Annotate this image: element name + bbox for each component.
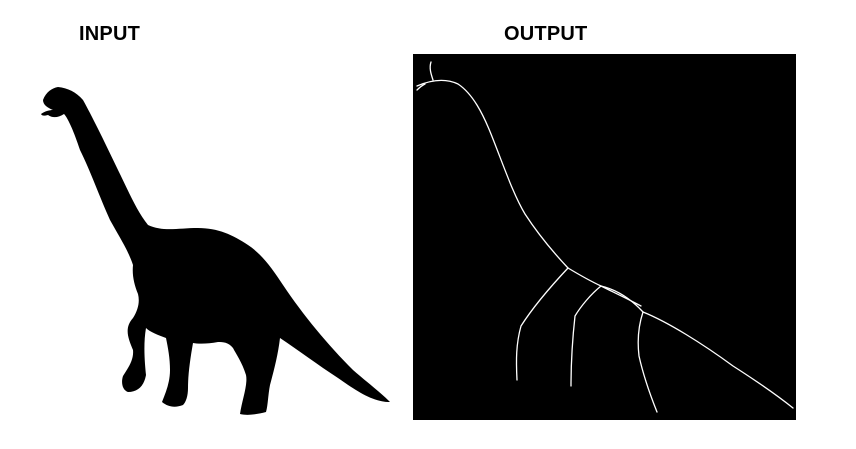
- skeleton-tail-line: [642, 311, 794, 409]
- skeleton-front-leg-2: [570, 285, 602, 387]
- skeleton-hip-link: [600, 285, 642, 307]
- output-label: OUTPUT: [504, 23, 588, 45]
- skeleton-drawing: [416, 61, 794, 413]
- skeleton-torso-line: [567, 267, 644, 313]
- skeleton-neck-line: [416, 79, 569, 269]
- skeleton-head-branch-2: [416, 83, 426, 91]
- skeleton-hind-leg: [637, 311, 658, 413]
- dinosaur-silhouette: [41, 87, 390, 415]
- input-image: [28, 70, 400, 430]
- skeleton-head-branch: [429, 61, 434, 81]
- input-label: INPUT: [79, 23, 140, 45]
- output-image: [413, 54, 796, 420]
- dinosaur-body: [41, 87, 390, 415]
- skeleton-front-leg-1: [515, 267, 569, 381]
